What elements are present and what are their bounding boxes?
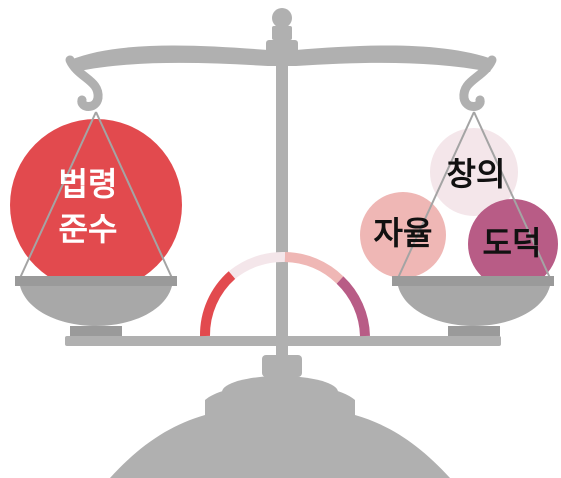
right-label-creativity: 창의 <box>447 155 506 193</box>
left-hook <box>65 55 103 111</box>
scale-pillar-collar <box>262 355 302 377</box>
left-pan-strings <box>19 111 173 279</box>
left-label-line1: 법령 <box>59 165 118 203</box>
right-circle-autonomy <box>360 192 446 278</box>
right-label-autonomy: 자율 <box>374 214 433 252</box>
right-pan-strings <box>397 111 551 279</box>
right-hook <box>459 55 497 111</box>
gauge-segment-3 <box>284 252 344 284</box>
right-circle-creativity <box>430 128 518 216</box>
right-circle-morality <box>468 199 558 289</box>
balance-gauge <box>199 251 370 337</box>
right-label-morality: 도덕 <box>483 224 542 262</box>
gauge-segment-4 <box>336 276 370 337</box>
left-pan-bowl <box>15 276 177 336</box>
gauge-segment-1 <box>199 271 236 337</box>
left-label-line2: 준수 <box>59 210 118 248</box>
scale-beam <box>70 45 495 72</box>
left-pan-circle <box>10 119 182 291</box>
scale-pillar <box>276 60 288 370</box>
scale-platform <box>65 336 501 346</box>
right-pan-bowl <box>392 276 554 336</box>
scale-base <box>110 376 450 478</box>
gauge-segment-2 <box>228 251 286 279</box>
